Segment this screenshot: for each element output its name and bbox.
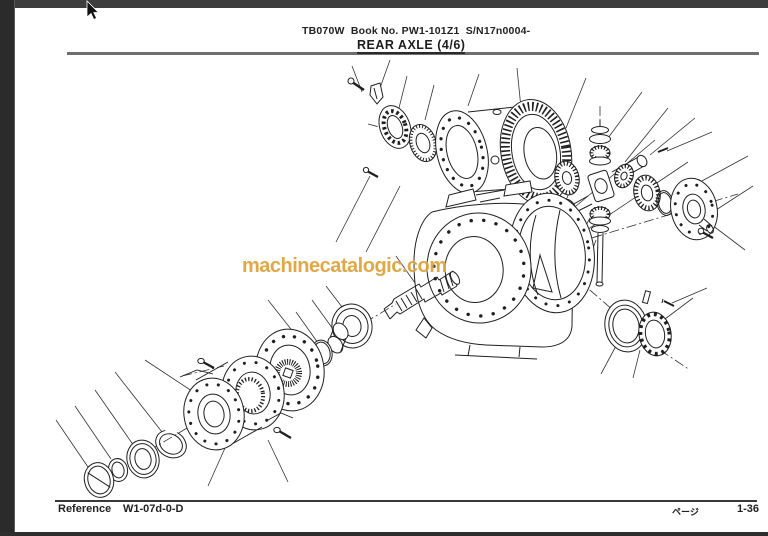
page-title: REAR AXLE (4/6)	[357, 38, 466, 54]
cotter-pin-icon	[662, 299, 674, 306]
watermark-text: machinecatalogic.com	[242, 255, 447, 277]
output-flange-icon	[665, 174, 723, 244]
hub-bolt2-icon	[274, 427, 291, 438]
snap-ring-left-icon	[151, 425, 192, 464]
oil-seal-icon	[80, 459, 117, 500]
pinion-shaft-icon	[384, 270, 462, 319]
side-gear-left-icon	[552, 159, 583, 197]
header-model-line: TB070W Book No. PW1-101Z1 S/N17n0004-	[302, 25, 531, 37]
wheel-hub-icon	[178, 351, 290, 454]
crown-gear-icon	[492, 94, 579, 211]
window-left-bar	[0, 0, 15, 536]
footer-rule	[55, 500, 757, 502]
reference-value: W1-07d-0-D	[123, 503, 184, 515]
lock-key-icon	[643, 291, 651, 304]
axle-housing-icon	[414, 181, 602, 359]
thrust-washers-icon	[590, 120, 611, 144]
mouse-cursor-icon	[86, 0, 102, 22]
window-bottom-bar	[0, 532, 768, 536]
window-top-bar	[0, 0, 768, 8]
page-number: 1-36	[737, 503, 760, 515]
lock-nut-icon	[635, 310, 674, 359]
reference-label: Reference	[58, 503, 112, 515]
section-marks	[180, 370, 293, 420]
bevel-pinion-bottom-icon	[590, 207, 611, 286]
bearing-cone-icon	[405, 121, 441, 165]
bolt-right-icon	[698, 228, 713, 238]
hub-bolt-icon	[198, 358, 214, 368]
hub-bearing-icon	[123, 437, 162, 481]
bevel-pinion-right-icon	[611, 162, 636, 191]
side-gear-right-icon	[631, 173, 664, 214]
lock-plate-icon	[370, 83, 383, 104]
lower-bearing-icon	[601, 297, 651, 356]
bearing-retainer-icon	[373, 101, 416, 153]
page-label: ページ	[672, 507, 699, 517]
bevel-pinion-top-icon	[590, 146, 611, 165]
bolt-upper-icon	[348, 78, 364, 90]
bolt-case-icon	[363, 167, 378, 177]
